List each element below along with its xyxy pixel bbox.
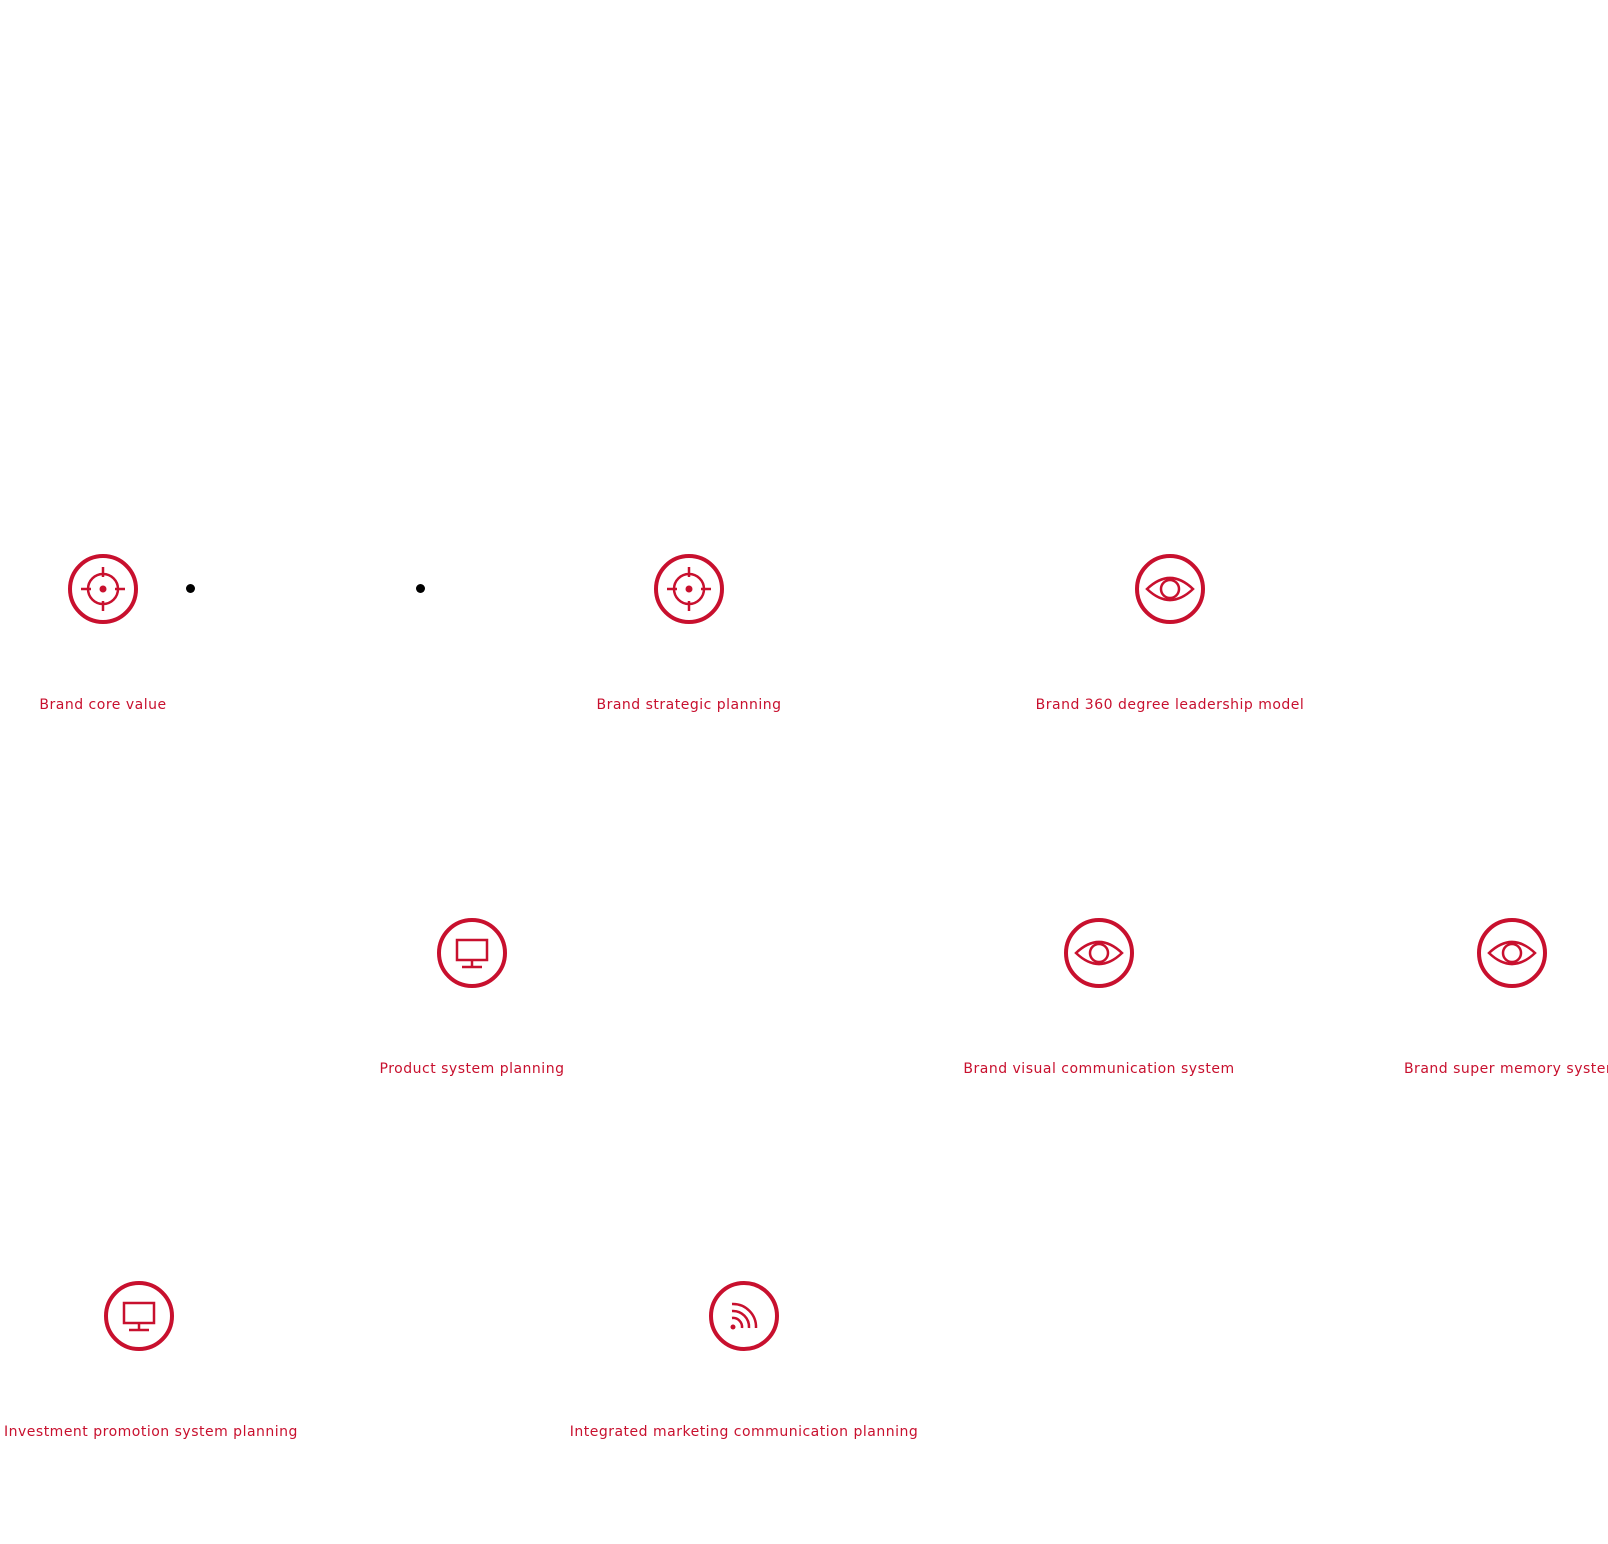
service-brand-super-memory-system[interactable]: Brand super memory system (1404, 918, 1608, 1077)
service-label[interactable]: Brand 360 degree leadership model (1035, 697, 1305, 713)
eye-icon (1476, 917, 1548, 989)
target-icon (67, 553, 139, 625)
service-label[interactable]: Product system planning (379, 1061, 565, 1077)
service-integrated-marketing-communication-planning[interactable]: Integrated marketing communication plann… (570, 1281, 918, 1440)
service-label[interactable]: Brand core value (39, 697, 167, 713)
monitor-icon (436, 917, 508, 989)
service-product-system-planning[interactable]: Product system planning (380, 918, 564, 1077)
bullet-dot (186, 584, 195, 593)
service-brand-core-value[interactable]: Brand core value (39, 554, 166, 713)
target-icon (653, 553, 725, 625)
eye-icon (1134, 553, 1206, 625)
service-investment-promotion-system-planning[interactable]: Investment promotion system planning (4, 1281, 297, 1440)
monitor-icon (103, 1280, 175, 1352)
service-label[interactable]: Brand super memory system (1403, 1061, 1608, 1077)
service-brand-360-leadership-model[interactable]: Brand 360 degree leadership model (1036, 554, 1304, 713)
bullet-dot (416, 584, 425, 593)
service-label[interactable]: Integrated marketing communication plann… (569, 1424, 919, 1440)
eye-icon (1063, 917, 1135, 989)
service-label[interactable]: Brand visual communication system (963, 1061, 1235, 1077)
signal-icon (708, 1280, 780, 1352)
service-label[interactable]: Brand strategic planning (596, 697, 782, 713)
service-brand-strategic-planning[interactable]: Brand strategic planning (596, 554, 781, 713)
service-brand-visual-communication-system[interactable]: Brand visual communication system (963, 918, 1234, 1077)
service-label[interactable]: Investment promotion system planning (4, 1424, 298, 1440)
